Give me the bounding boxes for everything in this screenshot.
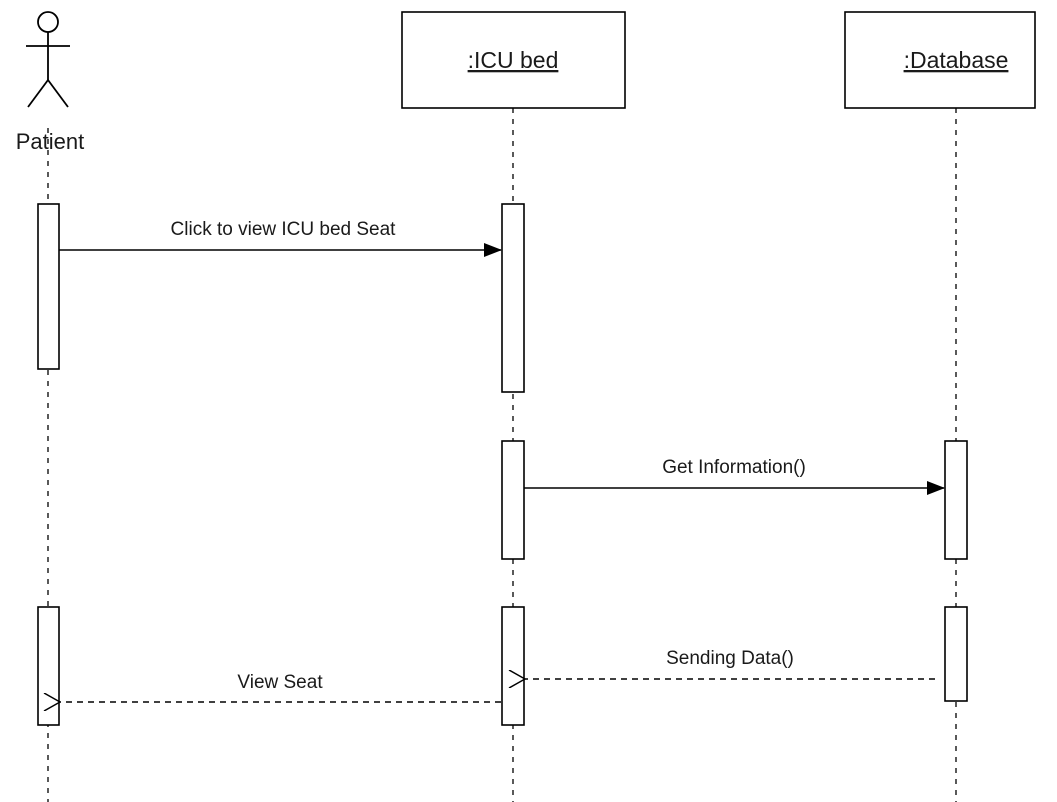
patient-activation-bar xyxy=(37,606,60,726)
patient-activation-bar xyxy=(37,203,60,370)
patient-actor: Patient xyxy=(16,11,85,154)
icu-bed-participant: :ICU bed xyxy=(401,11,626,109)
message-get-information: Get Information() xyxy=(524,457,945,495)
database-activation-bar xyxy=(944,606,968,702)
message-click-to-view: Click to view ICU bed Seat xyxy=(59,219,502,257)
patient-label: Patient xyxy=(16,129,85,154)
message-sending-data: Sending Data() xyxy=(525,648,935,679)
icu-bed-activation-bar xyxy=(501,203,525,393)
icu-bed-activation-bar xyxy=(501,440,525,560)
database-label: :Database xyxy=(904,47,1009,73)
database-box xyxy=(844,11,1036,109)
icu-bed-label: :ICU bed xyxy=(468,47,559,73)
message-label: View Seat xyxy=(237,672,323,693)
stick-figure-icon xyxy=(26,11,70,108)
message-label: Sending Data() xyxy=(666,648,794,669)
icu-bed-activation-bar xyxy=(501,606,525,726)
database-activation-bar xyxy=(944,440,968,560)
message-view-seat: View Seat xyxy=(60,672,501,702)
icu-bed-box xyxy=(401,11,626,109)
message-label: Click to view ICU bed Seat xyxy=(171,219,397,240)
message-label: Get Information() xyxy=(662,457,806,478)
database-participant: :Database xyxy=(844,11,1036,109)
